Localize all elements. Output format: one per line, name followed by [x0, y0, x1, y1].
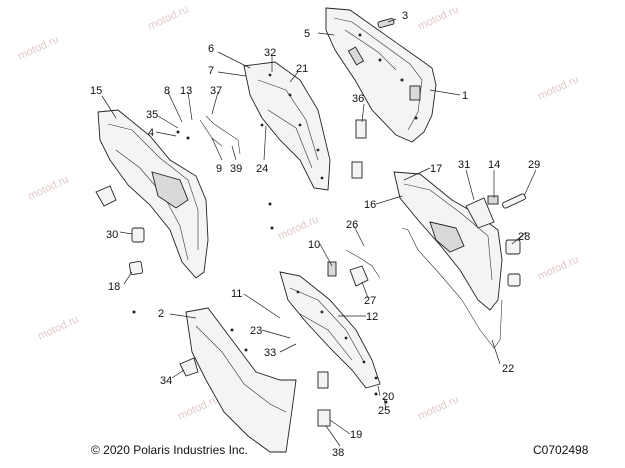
callout-33: 33	[264, 347, 276, 359]
callout-30: 30	[106, 229, 118, 241]
bracket-part-3	[377, 18, 395, 28]
door-outer-panel-lower	[185, 307, 297, 453]
drawing-number: C0702498	[533, 443, 589, 457]
latch-mechanism	[327, 249, 381, 287]
callout-6: 6	[208, 43, 214, 55]
callout-36: 36	[352, 93, 364, 105]
callout-24: 24	[256, 163, 268, 175]
door-frame-upper	[243, 61, 331, 191]
fasteners	[132, 130, 388, 404]
watermark-text: motod.ru	[416, 3, 460, 32]
callout-19: 19	[350, 429, 362, 441]
door-panel-upper-left	[97, 109, 209, 279]
callout-23: 23	[250, 325, 262, 337]
callout-16: 16	[364, 199, 376, 211]
watermark-text: motod.ru	[536, 73, 580, 102]
cover-part-28	[505, 239, 521, 287]
callout-18: 18	[108, 281, 120, 293]
callout-27: 27	[364, 295, 376, 307]
callout-7: 7	[208, 65, 214, 77]
hinge-part-36	[351, 119, 367, 179]
callout-38: 38	[332, 447, 344, 459]
callout-21: 21	[296, 63, 308, 75]
callout-31: 31	[458, 159, 470, 171]
callout-10: 10	[308, 239, 320, 251]
watermark-text: motod.ru	[16, 33, 60, 62]
callout-3: 3	[402, 10, 408, 22]
cable-assembly	[199, 115, 241, 155]
clip-part-18	[128, 260, 144, 276]
callout-13: 13	[180, 85, 192, 97]
callout-12: 12	[366, 311, 378, 323]
leader-lines	[101, 18, 537, 447]
callout-14: 14	[488, 159, 500, 171]
watermark-text: motod.ru	[26, 173, 70, 202]
callout-32: 32	[264, 47, 276, 59]
callout-9: 9	[216, 163, 222, 175]
callout-17: 17	[430, 163, 442, 175]
callout-29: 29	[528, 159, 540, 171]
watermark-text: motod.ru	[36, 313, 80, 342]
callout-1: 1	[462, 90, 468, 102]
door-frame-lower	[279, 271, 381, 389]
handle-part-30	[95, 185, 145, 243]
handle-assembly-right	[465, 193, 526, 229]
copyright-notice: © 2020 Polaris Industries Inc.	[91, 443, 248, 457]
callout-20: 20	[382, 391, 394, 403]
inner-door-panel-upper-right	[325, 7, 437, 143]
watermark-text: motod.ru	[146, 3, 190, 32]
callout-22: 22	[502, 363, 514, 375]
hinge-lower	[317, 371, 331, 427]
callout-15: 15	[90, 85, 102, 97]
callout-37: 37	[210, 85, 222, 97]
watermark-text: motod.ru	[536, 253, 580, 282]
callout-26: 26	[346, 219, 358, 231]
callout-35: 35	[146, 109, 158, 121]
callout-8: 8	[164, 85, 170, 97]
watermark-text: motod.ru	[176, 393, 220, 422]
callout-4: 4	[148, 127, 154, 139]
callout-labels: 1 2 3 4 5 6 7 8 9 10 11 12 13 14 15 16 1…	[90, 10, 540, 459]
door-panel-right	[393, 171, 503, 349]
clip-part-34	[179, 357, 199, 377]
callout-25: 25	[378, 405, 390, 417]
callout-11: 11	[231, 288, 242, 300]
callout-34: 34	[160, 375, 172, 387]
callout-5: 5	[304, 28, 310, 40]
watermark-text: motod.ru	[416, 393, 460, 422]
callout-39: 39	[230, 163, 242, 175]
callout-28: 28	[518, 231, 530, 243]
callout-2: 2	[158, 308, 164, 320]
